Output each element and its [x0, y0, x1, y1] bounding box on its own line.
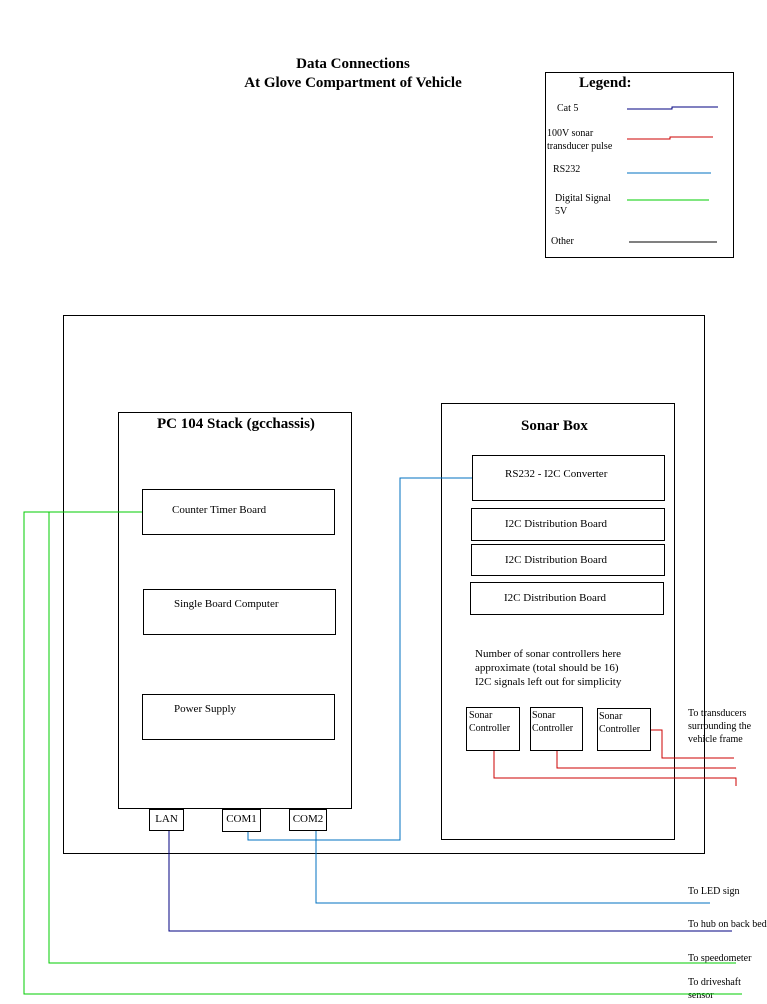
- sonar-box: [441, 403, 675, 840]
- counter-timer-board-label: Counter Timer Board: [172, 504, 267, 516]
- counter-timer-board: [142, 489, 335, 535]
- i2c-distribution-board-1: [471, 508, 665, 541]
- legend-label-other: Other: [551, 236, 574, 247]
- diagram-title-line2: At Glove Compartment of Vehicle: [244, 75, 462, 91]
- wire-com2-to-led-sign: [315, 831, 710, 904]
- wire-to-speedometer: [48, 512, 736, 964]
- legend-box: [545, 72, 734, 258]
- i2c-distribution-board-1-label: I2C Distribution Board: [505, 518, 608, 530]
- power-supply: [142, 694, 335, 740]
- pc104-title: PC 104 Stack (gcchassis): [157, 416, 315, 432]
- dest-led-sign: To LED sign: [688, 886, 740, 897]
- dest-transducers: To transducers surrounding the vehicle f…: [688, 708, 752, 745]
- wire-com1-to-converter: [247, 477, 472, 841]
- wire-sonar-pulse-3: [651, 729, 734, 759]
- single-board-computer-label: Single Board Computer: [174, 598, 279, 610]
- rs232-i2c-converter: [472, 455, 665, 501]
- sonar-controller-3-label: Sonar Controller: [599, 711, 641, 735]
- legend-label-cat5: Cat 5: [557, 103, 579, 114]
- single-board-computer: [143, 589, 336, 635]
- lan-port: LAN: [149, 809, 184, 831]
- i2c-distribution-board-2: [471, 544, 665, 576]
- i2c-distribution-board-3: [470, 582, 664, 615]
- wire-lan-to-hub: [168, 831, 732, 932]
- diagram-title-line1: Data Connections: [296, 56, 410, 72]
- legend-label-digital: Digital Signal 5V: [555, 193, 611, 217]
- dest-hub: To hub on back bed: [688, 919, 767, 930]
- legend-label-sonar-pulse: 100V sonar transducer pulse: [547, 128, 613, 152]
- legend-heading: Legend:: [579, 75, 632, 91]
- sonar-controller-3: [597, 708, 651, 751]
- com2-port: COM2: [289, 809, 327, 831]
- legend-line-cat5: [627, 106, 718, 110]
- dest-speedometer: To speedometer: [688, 953, 752, 964]
- pc104-stack: [118, 412, 352, 809]
- sonar-controller-2-label: Sonar Controller: [532, 710, 574, 734]
- i2c-distribution-board-3-label: I2C Distribution Board: [504, 592, 607, 604]
- wire-sonar-pulse-1: [493, 751, 737, 786]
- sonar-note-line3: I2C signals left out for simplicity: [475, 676, 622, 688]
- i2c-distribution-board-2-label: I2C Distribution Board: [505, 554, 608, 566]
- com1-port: COM1: [222, 809, 261, 832]
- sonar-note-line1: Number of sonar controllers here: [475, 648, 622, 660]
- sonar-controller-1: [466, 707, 520, 751]
- sonar-controller-2: [530, 707, 583, 751]
- rs232-i2c-converter-label: RS232 - I2C Converter: [505, 468, 608, 480]
- glove-compartment-frame: [63, 315, 705, 854]
- power-supply-label: Power Supply: [174, 703, 237, 715]
- sonar-controller-1-label: Sonar Controller: [469, 710, 511, 734]
- sonar-box-title: Sonar Box: [521, 418, 588, 434]
- sonar-note-line2: approximate (total should be 16): [475, 662, 619, 674]
- wire-counter-timer-bus: [23, 511, 742, 995]
- legend-line-sonar-pulse: [627, 136, 713, 140]
- dest-driveshaft: To driveshaft sensor: [688, 977, 741, 1001]
- legend-label-rs232: RS232: [553, 164, 581, 175]
- wire-sonar-pulse-2: [556, 751, 736, 769]
